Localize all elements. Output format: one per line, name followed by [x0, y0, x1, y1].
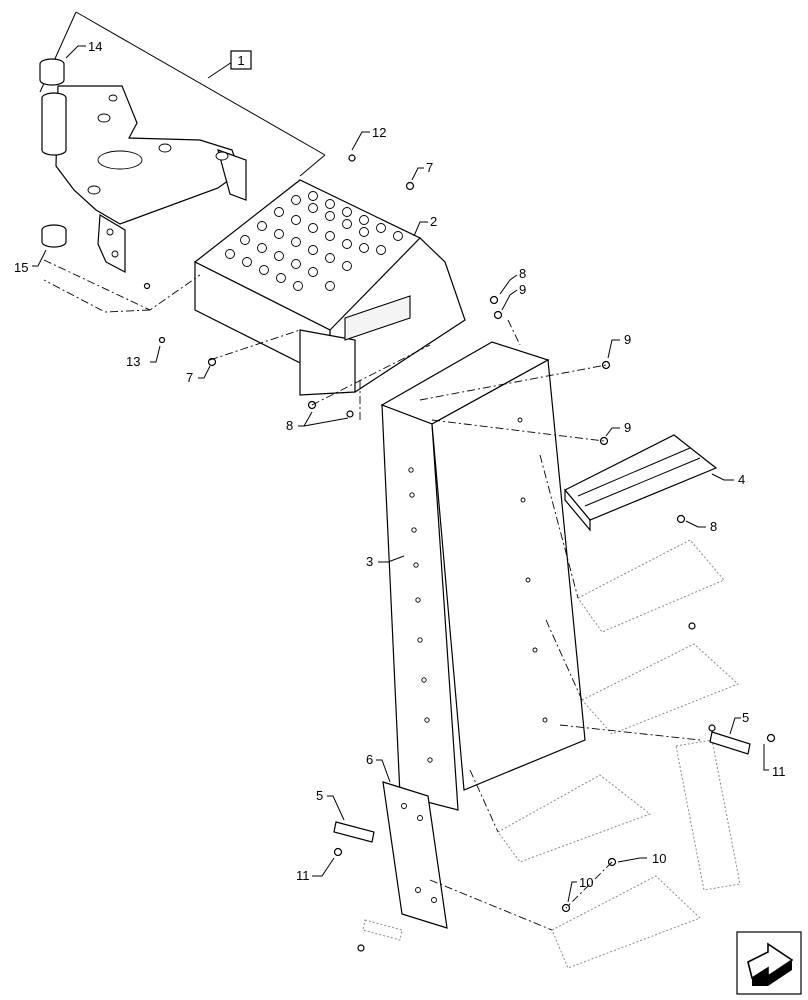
callout-10-right: 10	[652, 851, 666, 866]
callout-7-left: 7	[186, 370, 193, 385]
callout-9-low: 9	[624, 420, 631, 435]
step-tread-2	[577, 539, 725, 633]
step-tread-5	[551, 875, 701, 969]
callout-labels: 1 14 15 12 7 2 8 9 9 9 4 8 13 7 8 3 6 5 …	[14, 39, 786, 890]
callout-3: 3	[366, 554, 373, 569]
pivot-bracket	[55, 85, 247, 273]
callout-13: 13	[126, 354, 140, 369]
bushing-lower	[41, 224, 67, 248]
callout-2: 2	[430, 214, 437, 229]
callout-14: 14	[88, 39, 102, 54]
callout-5-left: 5	[316, 788, 323, 803]
rear-plate	[675, 739, 741, 891]
callout-6: 6	[366, 752, 373, 767]
callout-12: 12	[372, 125, 386, 140]
callout-9-top: 9	[519, 282, 526, 297]
callout-11-left: 11	[296, 868, 310, 883]
orientation-arrow-icon	[736, 931, 802, 995]
pivot-tube	[41, 92, 67, 156]
callout-8-right: 8	[710, 519, 717, 534]
bushing-upper	[39, 58, 65, 86]
side-plate	[382, 781, 448, 929]
assembly-callout-box	[230, 50, 252, 70]
assembly-lines	[43, 259, 701, 931]
link-lower	[362, 919, 403, 941]
hardware	[143, 154, 776, 952]
link-plate-left	[333, 821, 375, 843]
callout-assembly: 1	[237, 53, 244, 68]
callout-7-top: 7	[426, 160, 433, 175]
callout-8-left: 8	[286, 418, 293, 433]
link-plate-right	[709, 731, 751, 755]
callout-9-mid: 9	[624, 332, 631, 347]
platform-holes	[225, 191, 403, 291]
assembly-reference-line	[39, 11, 326, 177]
callout-4: 4	[738, 472, 745, 487]
callout-10-low: 10	[579, 875, 593, 890]
leader-lines	[32, 45, 769, 903]
step-tread-top	[564, 434, 718, 532]
step-tread-4	[497, 774, 652, 863]
callout-11-right: 11	[772, 764, 786, 779]
ladder-frame	[380, 341, 586, 811]
callout-8-top: 8	[519, 266, 526, 281]
step-tread-3	[581, 643, 739, 735]
callout-5-right: 5	[742, 710, 749, 725]
callout-15: 15	[14, 260, 28, 275]
